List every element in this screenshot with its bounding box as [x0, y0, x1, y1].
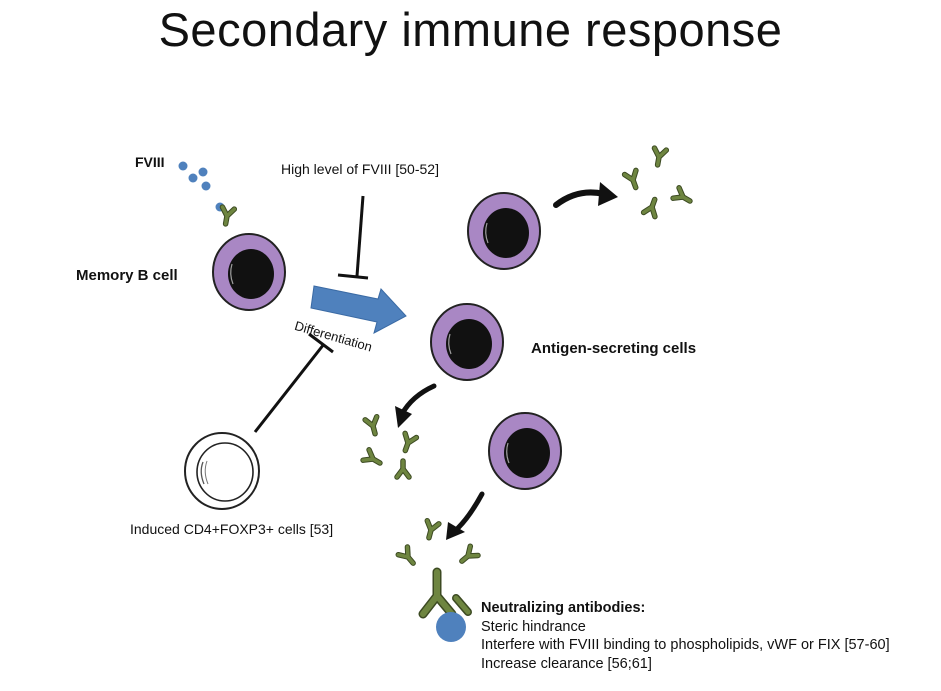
neutralizing-item: Interfere with FVIII binding to phosphol…: [481, 637, 890, 653]
memory-b-cell: [212, 233, 286, 311]
antigen-secreting-cell-top: [467, 192, 541, 270]
diagram-title: Secondary immune response: [158, 3, 783, 56]
fviii-inhibition-line: [337, 195, 369, 280]
memory-b-cell-label: Memory B cell: [76, 267, 178, 284]
treg-cell: [184, 432, 260, 510]
antibody-cluster-bottom: [398, 521, 478, 567]
high-level-fviii-label: High level of FVIII [50-52]: [281, 161, 439, 177]
antibody-cluster-left: [363, 417, 416, 477]
antigen-secreting-cell-bottom: [488, 412, 562, 490]
induced-cells-label: Induced CD4+FOXP3+ cells [53]: [130, 521, 334, 537]
treg-inhibition-line: [253, 332, 334, 433]
antigen-secreting-cells-label: Antigen-secreting cells: [531, 340, 697, 357]
b-cell-receptor-icon: [220, 207, 235, 225]
neutralizing-item: Increase clearance [56;61]: [481, 655, 652, 672]
antibody-cluster-top: [625, 148, 693, 216]
neutralizing-antibodies-text: Neutralizing antibodies: Steric hindranc…: [481, 599, 890, 673]
secretion-arrows: [395, 182, 618, 540]
differentiation-arrow: [310, 285, 407, 334]
fviii-label: FVIII: [135, 154, 165, 170]
neutralizing-antibody-icon: [418, 567, 472, 642]
antigen-secreting-cell-middle: [430, 303, 504, 381]
neutralizing-heading: Neutralizing antibodies:: [481, 600, 646, 616]
fviii-molecules: [178, 161, 225, 212]
neutralizing-item: Steric hindrance: [481, 618, 586, 635]
